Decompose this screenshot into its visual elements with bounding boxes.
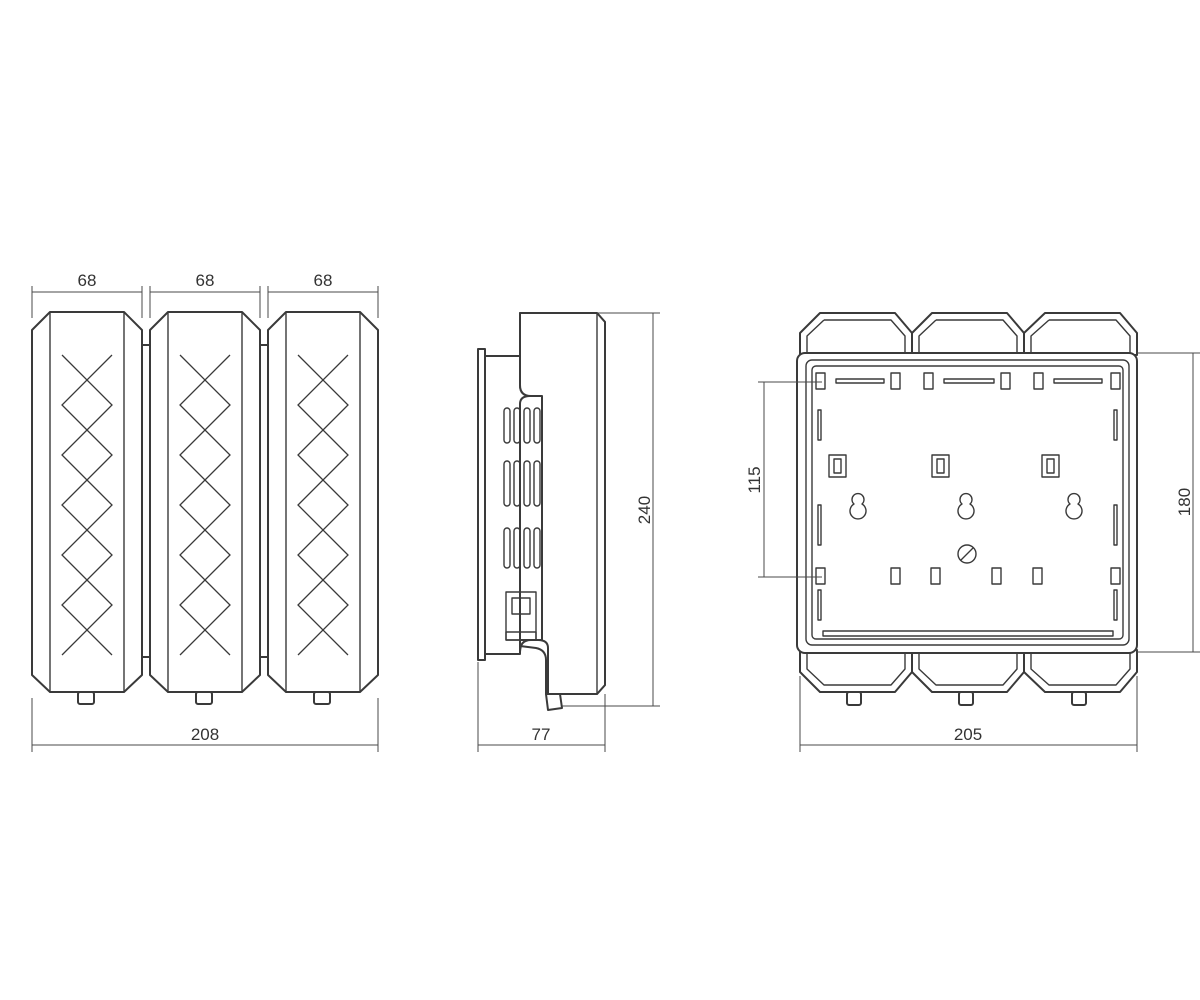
front-section-width-3: 68 [314, 271, 333, 290]
front-top-dimensions: 68 68 68 [31, 271, 379, 318]
back-mount-height: 180 [1175, 488, 1194, 516]
front-view: 68 68 68 [31, 271, 379, 752]
side-vent-slots [503, 407, 541, 569]
side-lock-window [505, 591, 537, 641]
back-keyholes [849, 492, 1083, 520]
back-hole-spacing-dimension: 115 [745, 381, 822, 578]
side-dimensions: 240 77 [477, 312, 660, 752]
back-square-openings [828, 454, 1060, 478]
back-overall-width: 205 [954, 725, 982, 744]
front-section-width-2: 68 [196, 271, 215, 290]
back-view: 115 180 205 [745, 312, 1200, 752]
back-screw [957, 544, 977, 564]
back-nozzles [846, 691, 1087, 706]
front-overall-width: 208 [191, 725, 219, 744]
back-section-outlines [799, 312, 1138, 693]
side-depth: 77 [532, 725, 551, 744]
front-overall-dimension: 208 [31, 698, 379, 752]
back-mounting-plate [796, 352, 1138, 654]
dispenser-section-2 [149, 311, 261, 705]
dispenser-section-1 [31, 311, 143, 705]
back-clips [815, 372, 1121, 585]
back-mount-height-dimension: 180 [1137, 352, 1200, 653]
front-section-width-1: 68 [78, 271, 97, 290]
back-hole-spacing: 115 [745, 466, 764, 493]
side-height: 240 [635, 496, 654, 524]
back-overall-dimension: 205 [799, 676, 1138, 752]
dispenser-section-3 [267, 311, 379, 705]
side-view: 240 77 [477, 312, 660, 752]
